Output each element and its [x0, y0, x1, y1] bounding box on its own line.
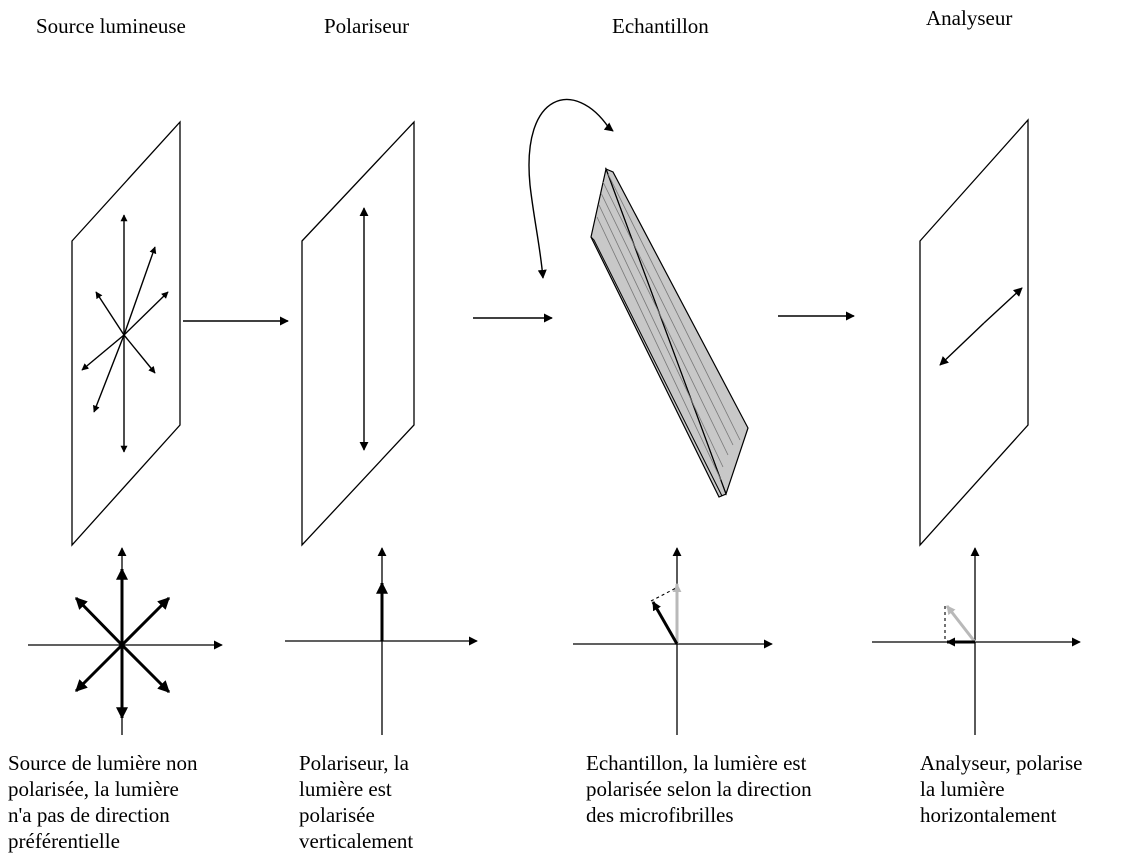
title-source: Source lumineuse — [36, 14, 186, 38]
caption-sample-line: Echantillon, la lumière est — [586, 751, 807, 775]
caption-analyzer-line: la lumière — [920, 777, 1005, 801]
analyzer-gray-projection — [945, 605, 977, 643]
sample-slab — [590, 166, 749, 498]
caption-sample-line: polarisée selon la direction — [586, 777, 812, 801]
analyzer-diagonal-arrow — [983, 287, 1023, 324]
sample-dashed-line — [650, 587, 677, 602]
source-projection-arrows — [74, 567, 171, 720]
caption-analyzer-line: Analyseur, polarise — [920, 751, 1083, 775]
caption-polarizer-line: Polariseur, la — [299, 751, 409, 775]
caption-source-line: préférentielle — [8, 829, 120, 853]
caption-source-line: Source de lumière non — [8, 751, 198, 775]
caption-sample: Echantillon, la lumière est polarisée se… — [586, 750, 812, 828]
caption-source-line: n'a pas de direction — [8, 803, 170, 827]
sample-black-projection — [651, 601, 679, 645]
source-polarization-arrows — [81, 214, 169, 453]
caption-analyzer-line: horizontalement — [920, 803, 1057, 827]
caption-source: Source de lumière non polarisée, la lumi… — [8, 750, 198, 854]
caption-polarizer-line: polarisée — [299, 803, 375, 827]
title-analyzer: Analyseur — [926, 6, 1013, 30]
caption-sample-line: des microfibrilles — [586, 803, 734, 827]
polarizer-plane — [301, 120, 415, 547]
title-polarizer: Polariseur — [324, 14, 410, 38]
polarizer-axes — [285, 547, 478, 735]
source-plane — [71, 120, 181, 547]
title-sample: Echantillon — [612, 14, 709, 38]
caption-polarizer-line: verticalement — [299, 829, 414, 853]
sample-axes — [573, 547, 773, 735]
analyzer-axes — [872, 547, 1081, 735]
analyzer-plane — [919, 118, 1029, 547]
caption-source-line: polarisée, la lumière — [8, 777, 179, 801]
caption-analyzer: Analyseur, polarise la lumière horizonta… — [920, 750, 1082, 828]
caption-polarizer-line: lumière est — [299, 777, 392, 801]
rotation-arrow — [528, 98, 610, 279]
caption-polarizer: Polariseur, la lumière est polarisée ver… — [299, 750, 413, 854]
